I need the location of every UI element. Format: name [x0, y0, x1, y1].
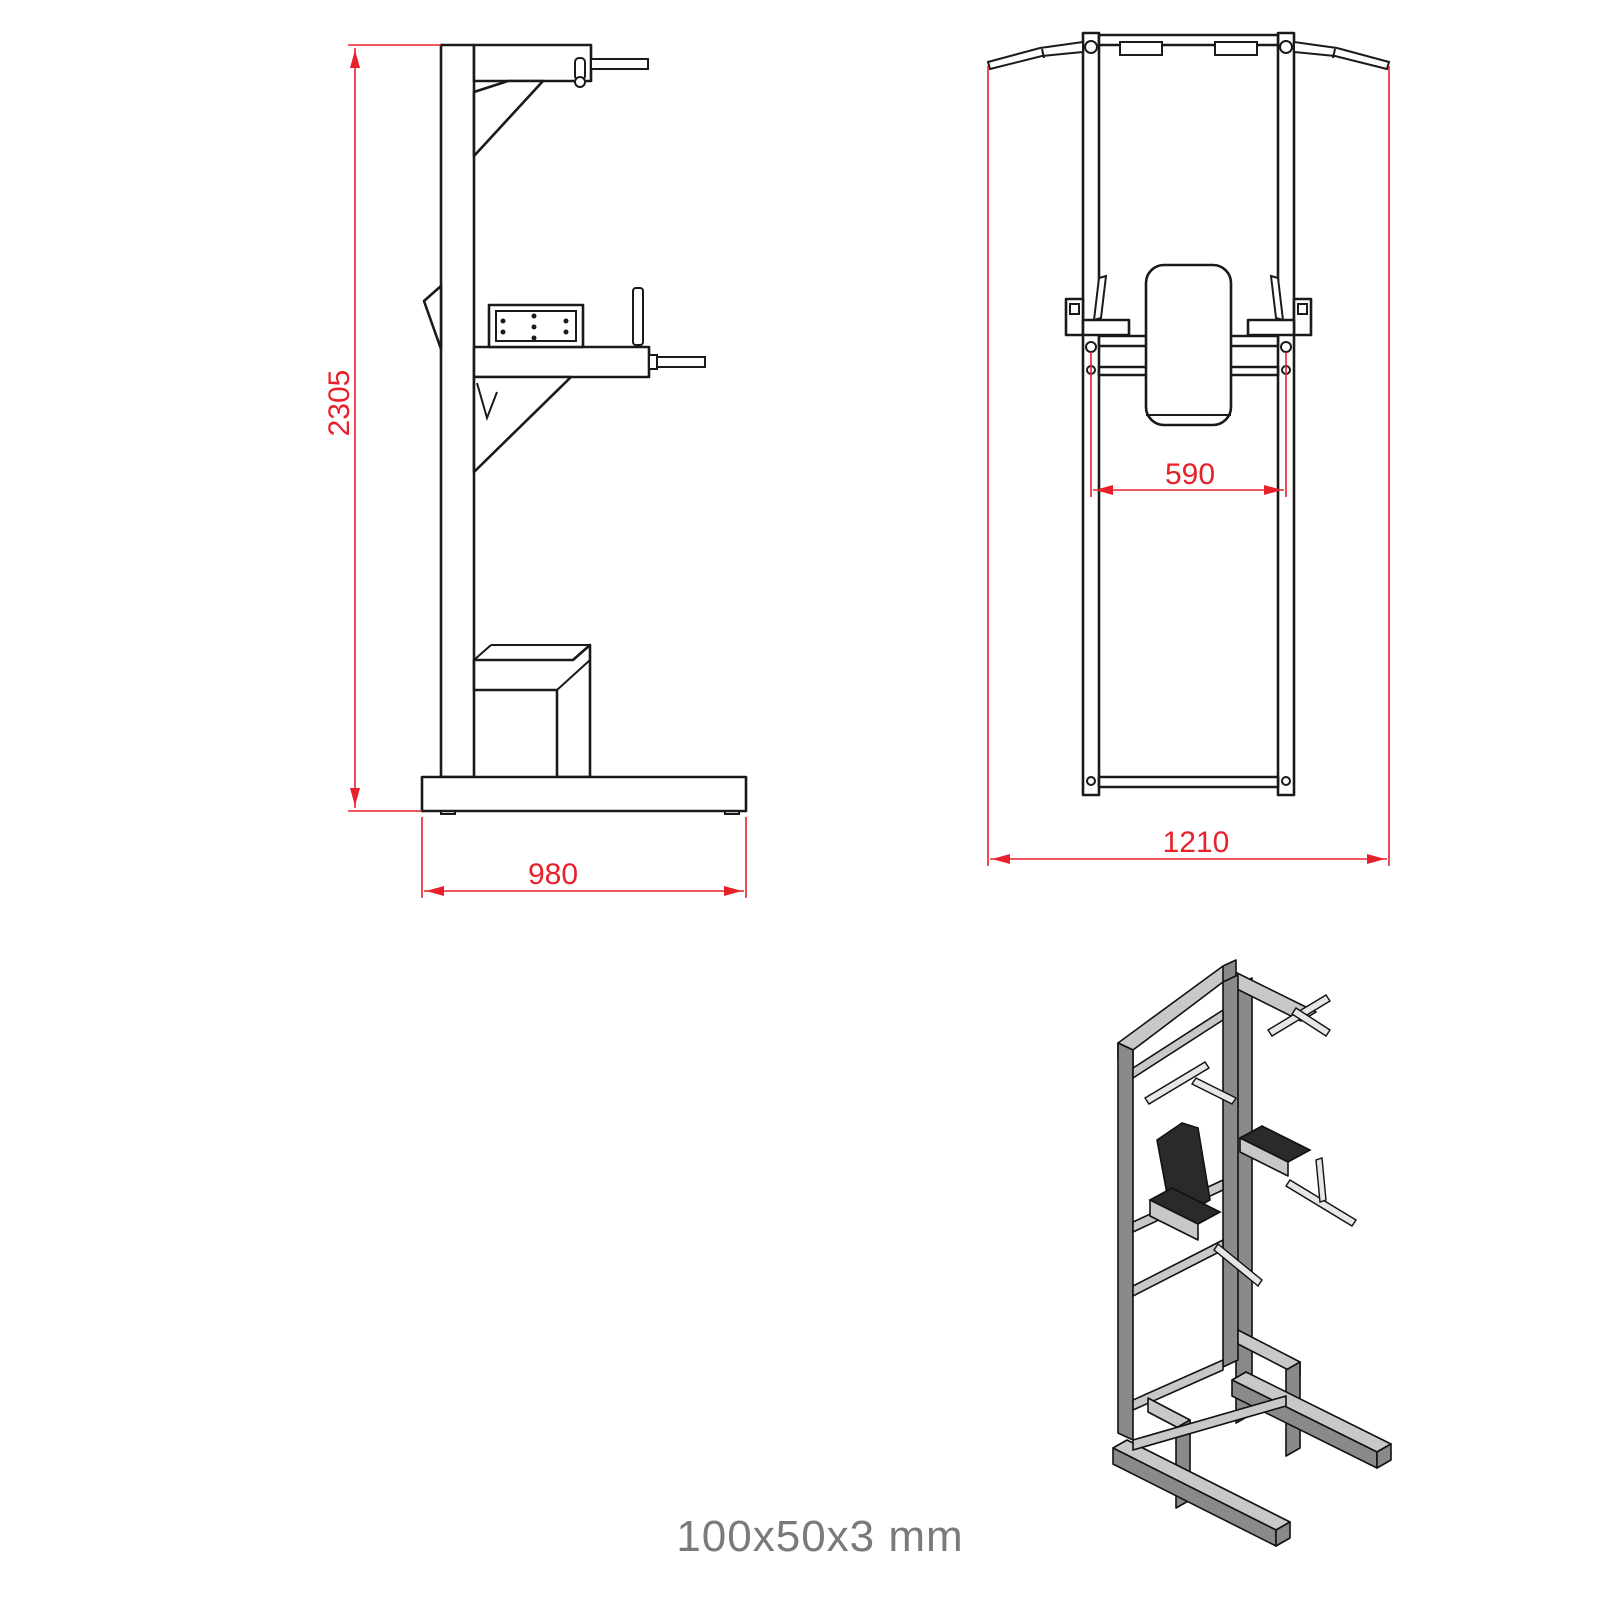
iso-left-upright — [1117, 1042, 1134, 1441]
front-armrest-right — [1246, 318, 1296, 337]
iso-dip-handle-left — [1213, 1242, 1263, 1288]
front-bottom-bar — [1097, 775, 1280, 789]
iso-base-rail-left — [1112, 1439, 1291, 1531]
front-overall-width-dimension: 1210 — [987, 66, 1390, 866]
iso-pullup-grip-left — [1144, 1061, 1210, 1105]
front-grip-left — [1119, 41, 1163, 56]
side-height-dimension: 2305 — [323, 44, 441, 812]
front-overall-width-label: 1210 — [1163, 826, 1230, 859]
front-inner-width-dimension: 590 — [1090, 352, 1287, 497]
side-base — [420, 775, 748, 813]
side-vertical-grip — [632, 287, 644, 346]
iso-top-frame — [1117, 965, 1317, 1051]
side-top-brace — [472, 79, 545, 158]
iso-dip-handle-right — [1285, 1179, 1357, 1227]
side-mid-brace — [472, 375, 573, 474]
side-top-arm — [472, 43, 593, 83]
front-armrest-left — [1081, 318, 1131, 337]
front-view — [986, 31, 1391, 797]
side-view — [420, 43, 748, 815]
side-height-label: 2305 — [323, 370, 356, 437]
front-vertical-grip-left — [1092, 274, 1108, 322]
front-angled-grip-left — [986, 40, 1084, 71]
side-depth-label: 980 — [528, 858, 578, 891]
isometric-view — [1112, 959, 1392, 1547]
front-back-pad — [1144, 263, 1233, 427]
side-mid-arm — [472, 345, 651, 379]
side-upright — [439, 43, 476, 779]
front-vertical-grip-right — [1269, 274, 1285, 322]
front-angled-grip-right — [1293, 40, 1391, 71]
front-inner-width-label: 590 — [1165, 458, 1215, 491]
side-depth-dimension: 980 — [421, 817, 747, 898]
side-top-handle — [590, 58, 649, 70]
iso-center-upright — [1222, 974, 1239, 1368]
side-back-pad — [422, 284, 443, 351]
side-foot-step — [472, 643, 592, 779]
profile-spec-label: 100x50x3 mm — [676, 1512, 964, 1561]
front-grip-right — [1214, 41, 1258, 56]
front-top-bar — [1097, 33, 1280, 47]
